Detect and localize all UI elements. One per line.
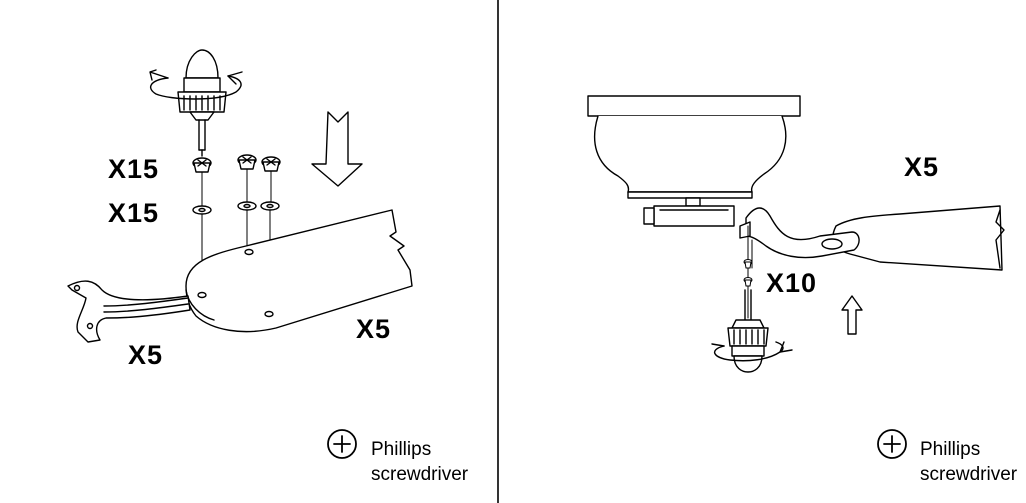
washer-quantity-label: X15: [108, 198, 160, 228]
rotate-arrow-icon: [149, 69, 243, 100]
screw-quantity-label-right: X10: [766, 268, 818, 298]
fan-blade-right: [739, 205, 1005, 271]
screws-right: [743, 225, 753, 319]
motor-housing: [587, 95, 801, 227]
screw-quantity-label: X15: [108, 154, 160, 184]
up-arrow-icon: [841, 295, 863, 335]
tool-name-line2-right: screwdriver: [920, 464, 1018, 485]
rotate-arrow-icon: [711, 341, 793, 362]
blade-arm-quantity-label: X5: [128, 340, 164, 370]
blade-quantity-label: X5: [356, 314, 392, 344]
blade-arm: [67, 280, 191, 343]
fan-blade: [185, 209, 413, 333]
tool-name-line2: screwdriver: [371, 464, 469, 485]
washers: [192, 201, 280, 215]
phillips-head-icon: [877, 429, 907, 459]
screw-3: [261, 156, 281, 172]
tool-name-line1: Phillips: [371, 439, 432, 460]
tool-name-line1-right: Phillips: [920, 439, 981, 460]
screw-1: [192, 157, 212, 173]
down-arrow-icon: [311, 111, 363, 187]
screw-2: [237, 154, 257, 170]
blade-assembly-quantity-label: X5: [904, 152, 940, 182]
screwdriver-icon: [177, 49, 227, 157]
phillips-head-icon: [327, 429, 357, 459]
